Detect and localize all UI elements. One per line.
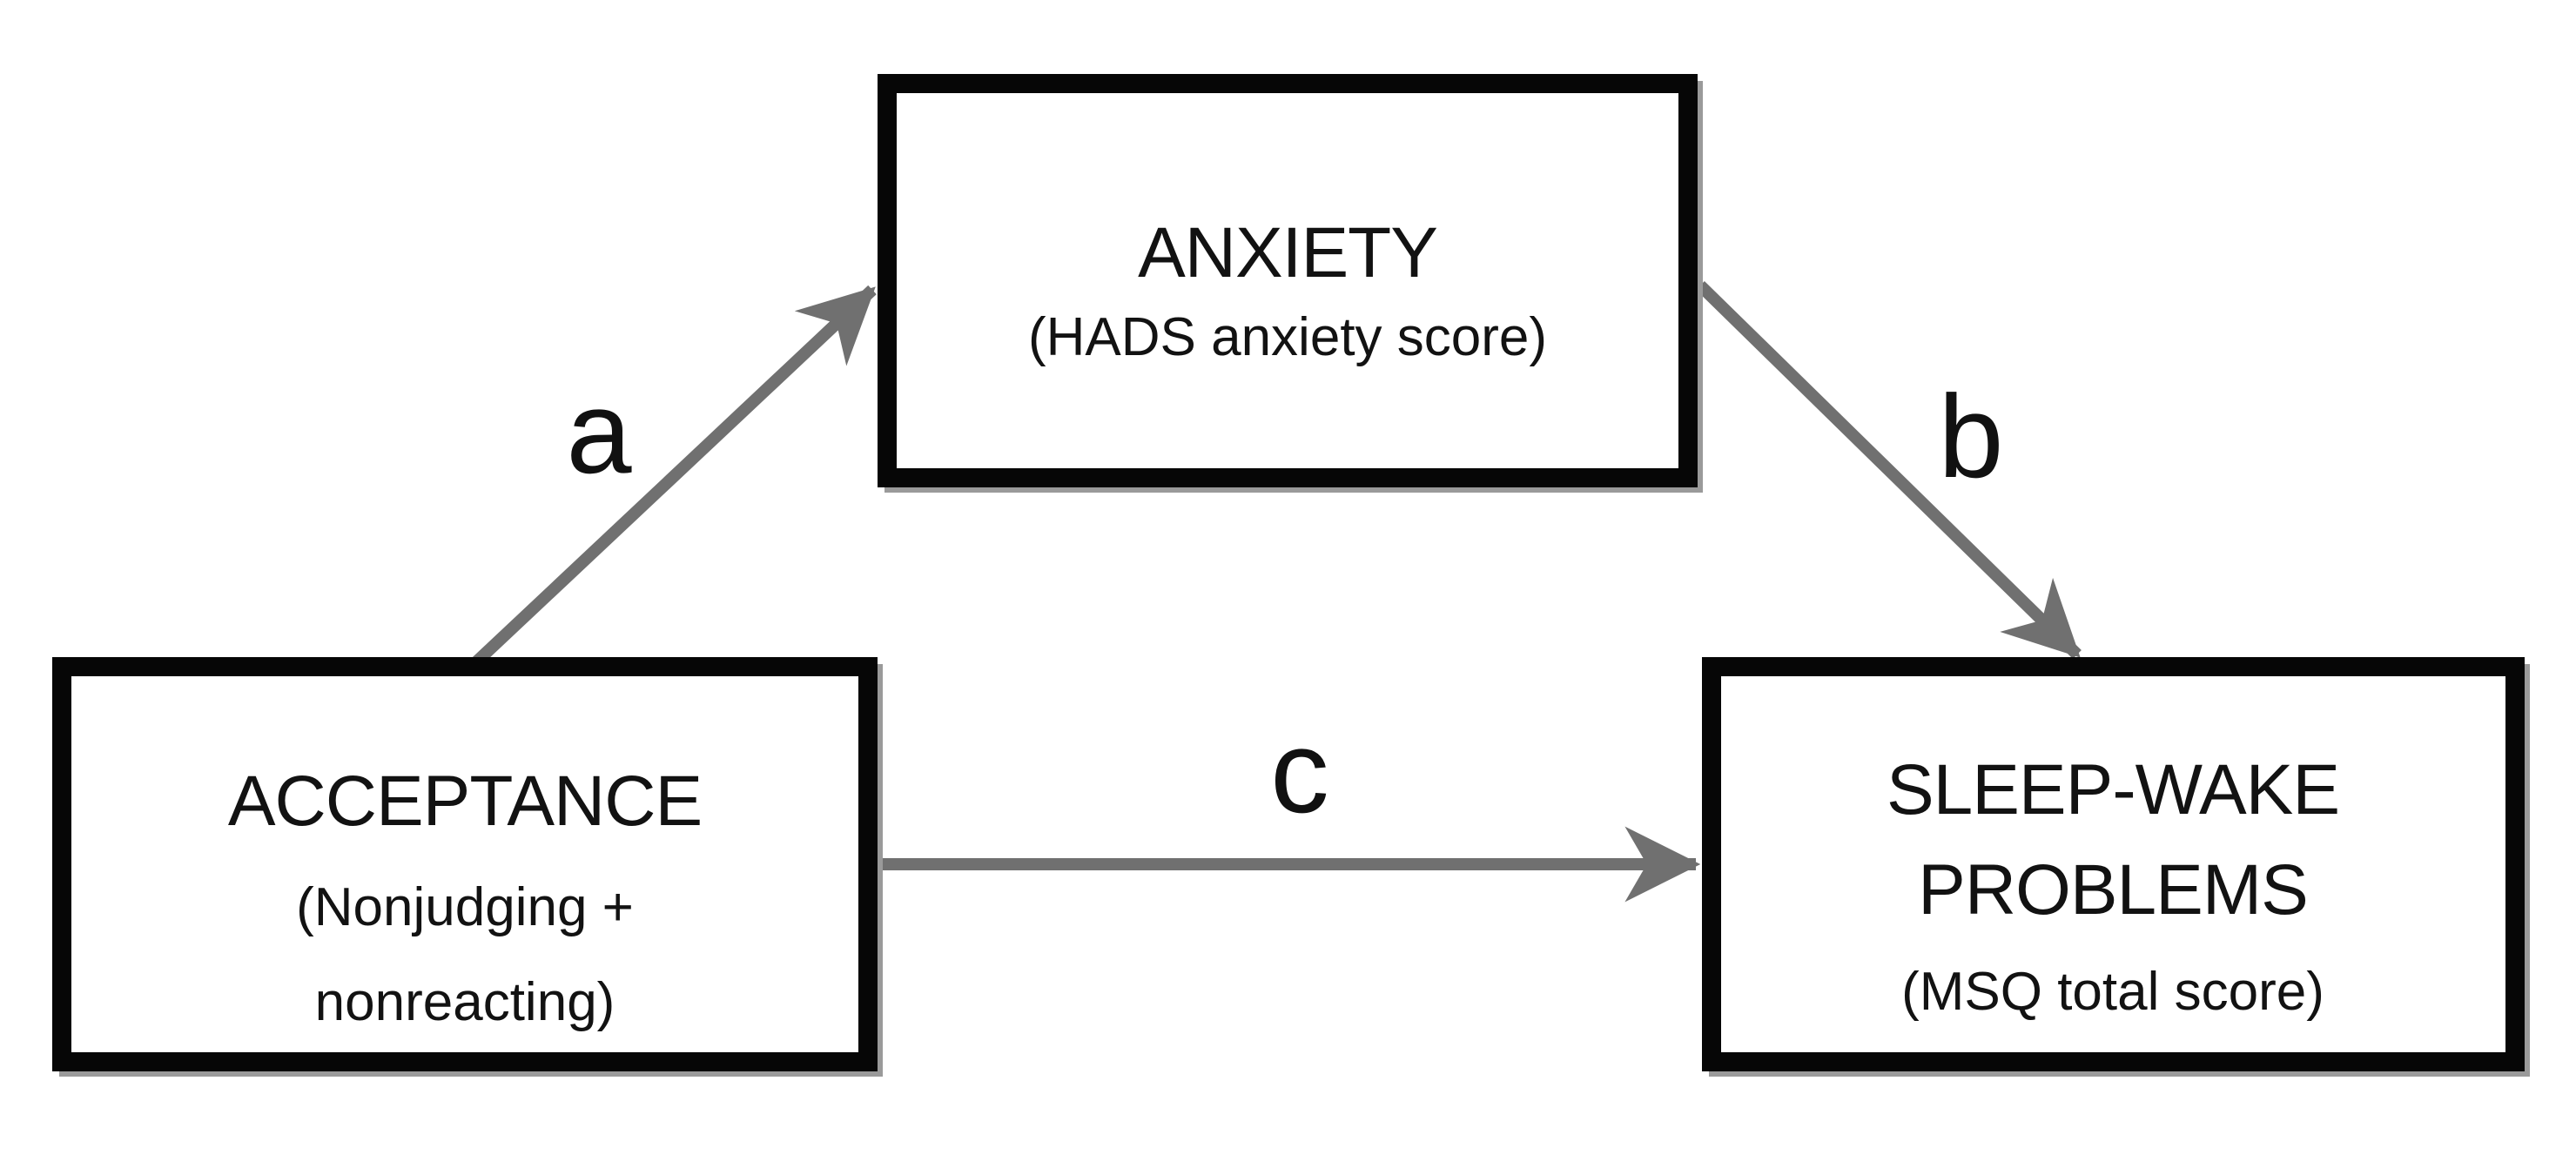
node-acceptance-subtitle-line1: (Nonjudging + [296, 877, 634, 937]
node-anxiety-box [878, 74, 1698, 487]
node-anxiety-subtitle: (HADS anxiety score) [1028, 307, 1547, 367]
arrow-b-label: b [1938, 371, 2003, 502]
arrow-a [461, 285, 877, 677]
node-sleep-wake-box [1702, 657, 2525, 1071]
node-anxiety: ANXIETY (HADS anxiety score) [878, 74, 1703, 493]
arrow-b [1696, 280, 2082, 660]
node-acceptance-subtitle-line2: nonreacting) [315, 972, 615, 1032]
node-sleep-wake-title-line2: PROBLEMS [1918, 850, 2308, 930]
node-sleep-wake-title-line1: SLEEP-WAKE [1887, 750, 2339, 829]
node-acceptance-box [52, 657, 878, 1071]
node-anxiety-title: ANXIETY [1138, 213, 1437, 292]
node-acceptance-title: ACCEPTANCE [228, 762, 702, 841]
arrow-a-label: a [566, 366, 632, 498]
node-sleep-wake: SLEEP-WAKE PROBLEMS (MSQ total score) [1702, 657, 2530, 1077]
arrow-c-label: c [1270, 706, 1329, 837]
node-acceptance: ACCEPTANCE (Nonjudging + nonreacting) [52, 657, 883, 1077]
node-sleep-wake-subtitle: (MSQ total score) [1901, 962, 2324, 1022]
